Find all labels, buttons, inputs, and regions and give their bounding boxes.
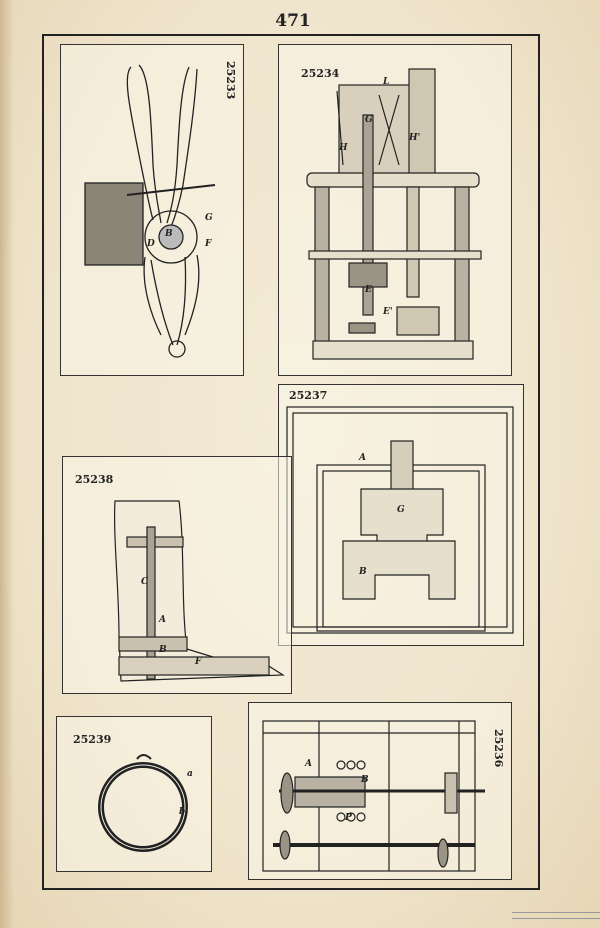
figure-25237: 25237 A G B [278, 384, 524, 646]
figure-25234-number: 25234 [301, 67, 340, 80]
figure-25238-letter-c: C [141, 577, 149, 587]
figure-25237-drawing [286, 406, 514, 634]
figure-25237-number: 25237 [289, 389, 328, 402]
figure-25234-letter-e-prime: E' [383, 307, 393, 317]
figure-25236-letter-a: A [305, 759, 312, 769]
figure-25239-number: 25239 [73, 733, 112, 746]
page-edge-line [512, 918, 600, 919]
page-number: 471 [275, 11, 311, 31]
figure-25236-letter-p: P [345, 813, 352, 823]
figure-25238: 25238 C A B F [62, 456, 292, 694]
figure-25237-letter-g: G [397, 505, 405, 515]
figure-25233-number: 25233 [224, 61, 237, 100]
figure-25233: 25233 G F D B [60, 44, 244, 376]
figure-25236-drawing [262, 720, 485, 872]
figure-25234-letter-h-prime: H' [409, 133, 421, 143]
figure-25238-drawing [114, 500, 285, 682]
figure-25233-letter-g: G [205, 213, 213, 223]
figure-25239: 25239 a b [56, 716, 212, 872]
figure-25236-letter-b: B [361, 775, 369, 785]
figure-25238-number: 25238 [75, 473, 114, 486]
figure-25233-letter-d: D [147, 239, 155, 249]
figure-25234: 25234 H H' G L E E' [278, 44, 512, 376]
figure-25237-letter-a: A [359, 453, 366, 463]
figure-25239-letter-a: a [187, 769, 193, 779]
figure-25233-letter-f: F [205, 239, 212, 249]
figure-25239-drawing [98, 754, 188, 852]
spine-shadow [0, 0, 14, 928]
page-edge-line [512, 912, 600, 913]
figure-25234-letter-e: E [365, 285, 372, 295]
figure-25234-letter-g: G [365, 115, 373, 125]
figure-25234-letter-l: L [383, 77, 390, 87]
figure-25238-letter-b: B [159, 645, 167, 655]
figure-25234-drawing [306, 68, 482, 360]
figure-25236-number: 25236 [492, 729, 505, 768]
illustration-plate [42, 34, 540, 890]
figure-25234-letter-h: H [339, 143, 348, 153]
figure-25239-letter-b: b [179, 807, 186, 817]
figure-25233-drawing [84, 64, 216, 358]
figure-25236: 25236 A B P [248, 702, 512, 880]
figure-25237-letter-b: B [359, 567, 367, 577]
figure-25238-letter-a: A [159, 615, 166, 625]
figure-25233-letter-b: B [165, 229, 173, 239]
figure-25238-letter-f: F [195, 657, 202, 667]
